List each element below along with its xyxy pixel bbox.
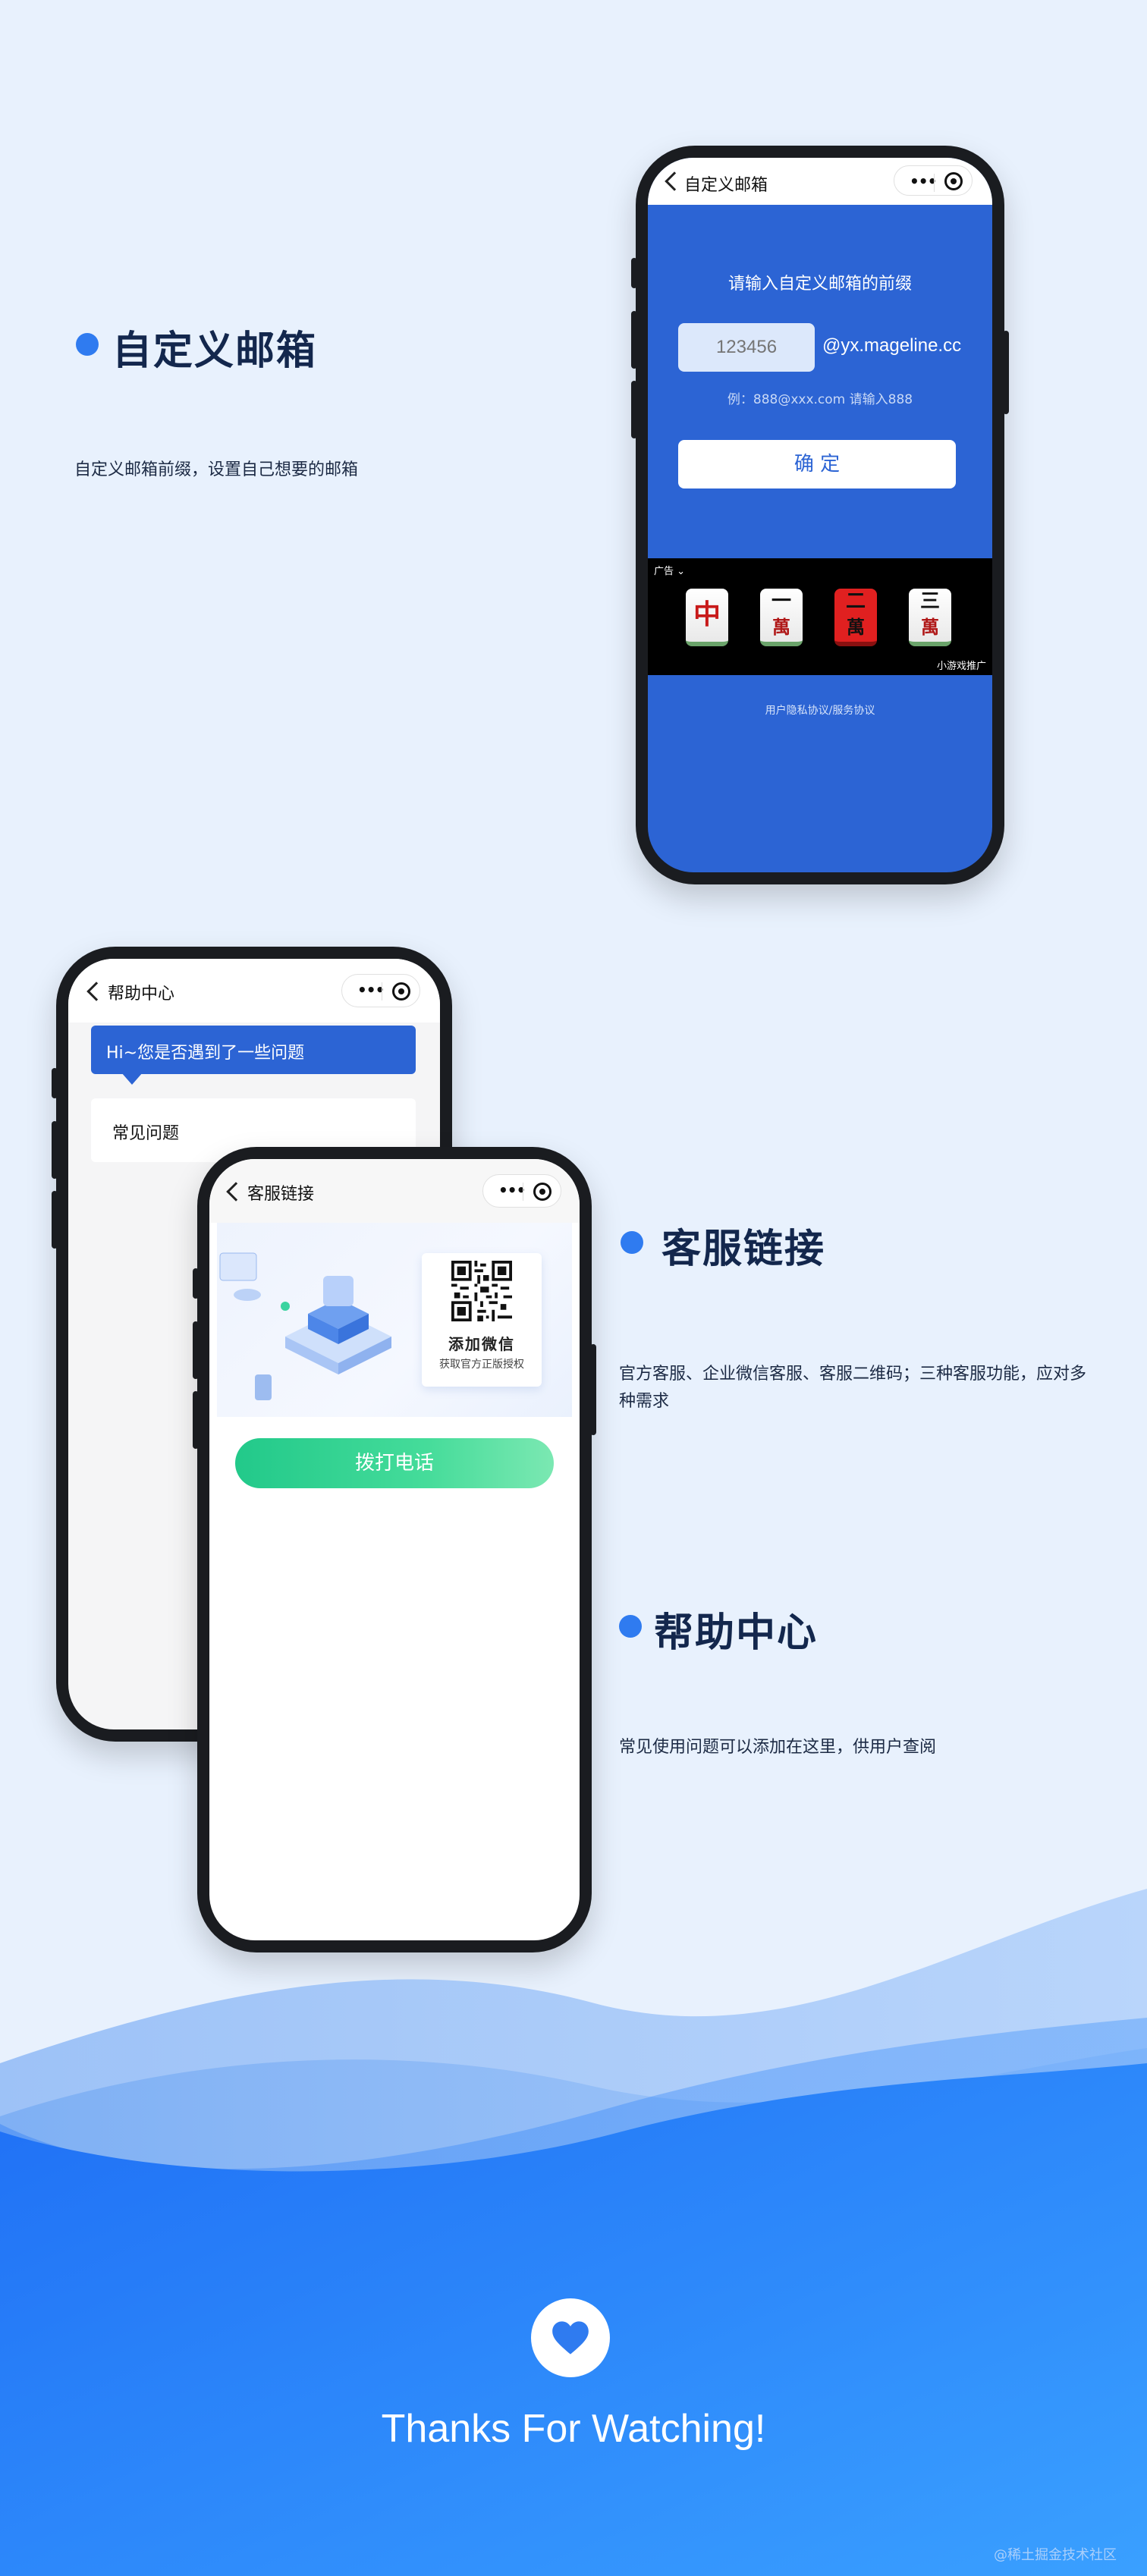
close-target-icon[interactable] (944, 172, 963, 190)
back-arrow-icon[interactable] (665, 171, 684, 191)
feature-title: 客服链接 (661, 1227, 826, 1272)
feature-title: 帮助中心 (654, 1610, 819, 1656)
ad-banner[interactable]: 广告 ⌄ 中 一 萬 二 萬 三 萬 小游戏推广 (648, 558, 992, 675)
nav-title: 自定义邮箱 (684, 176, 768, 195)
bullet-dot-icon (76, 333, 99, 356)
tile-character: 萬 (772, 616, 790, 638)
email-prompt: 请输入自定义邮箱的前缀 (727, 275, 912, 294)
faq-label: 常见问题 (112, 1124, 180, 1143)
qr-card: 添加微信 获取官方正版授权 (422, 1253, 542, 1387)
qr-code-icon[interactable] (451, 1261, 512, 1321)
more-dots-icon[interactable]: ••• (357, 981, 385, 999)
nav-title: 客服链接 (247, 1185, 315, 1204)
mini-program-capsule[interactable]: ••• (894, 165, 973, 196)
watermark: @稀土掘金技术社区 (994, 2547, 1117, 2563)
heart-icon (552, 2321, 589, 2355)
feature-description-line: 官方客服、企业微信客服、客服二维码；三种客服功能，应对多 (619, 1365, 1087, 1384)
greeting-text: Hi~您是否遇到了一些问题 (106, 1044, 305, 1063)
mahjong-tile: 一 萬 (760, 589, 803, 646)
back-arrow-icon[interactable] (226, 1182, 246, 1202)
email-prefix-input[interactable] (678, 323, 815, 372)
feature-title: 自定义邮箱 (112, 328, 318, 374)
mahjong-tile: 二 萬 (834, 589, 877, 646)
email-domain-suffix: @yx.mageline.cc (822, 335, 962, 356)
wave-background (0, 1889, 1147, 2576)
mini-program-capsule[interactable]: ••• (482, 1174, 561, 1208)
more-dots-icon[interactable]: ••• (498, 1181, 526, 1199)
greeting-bubble: Hi~您是否遇到了一些问题 (91, 1026, 416, 1085)
nav-bar: 帮助中心 ••• (68, 959, 440, 1023)
service-banner: 添加微信 获取官方正版授权 (217, 1223, 572, 1417)
tile-character: 萬 (921, 616, 939, 638)
ad-label: 广告 ⌄ (654, 566, 686, 577)
bullet-dot-icon (621, 1231, 643, 1254)
heart-icon-circle (531, 2298, 610, 2377)
tile-character: 一 (771, 590, 791, 613)
mahjong-tile: 三 萬 (909, 589, 951, 646)
call-button-label: 拨打电话 (354, 1452, 434, 1475)
ad-source: 小游戏推广 (936, 661, 986, 672)
nav-title: 帮助中心 (108, 985, 175, 1004)
feature-description: 常见使用问题可以添加在这里，供用户查阅 (619, 1738, 937, 1757)
feature-description: 官方客服、企业微信客服、客服二维码；三种客服功能，应对多 种需求 (619, 1361, 1142, 1415)
feature-description-line: 种需求 (619, 1392, 670, 1411)
qr-card-subtitle: 获取官方正版授权 (439, 1359, 524, 1371)
isometric-illustration-icon (219, 1252, 391, 1400)
mini-program-capsule[interactable]: ••• (341, 974, 420, 1007)
mahjong-tile: 中 (686, 589, 728, 646)
phone-service-link: 客服链接 ••• (193, 1147, 596, 1952)
phone-screen: 自定义邮箱 ••• 请输入自定义邮箱的前缀 @yx.mageline.cc 例：… (648, 158, 992, 872)
tile-character: 中 (693, 598, 721, 630)
tile-character: 二 (845, 590, 866, 613)
phone-screen: 客服链接 ••• (209, 1159, 580, 1940)
tile-character: 三 (919, 590, 940, 613)
email-example-hint: 例：888@xxx.com 请输入888 (727, 392, 913, 407)
close-target-icon[interactable] (533, 1183, 552, 1201)
nav-bar: 自定义邮箱 ••• (648, 158, 992, 205)
close-target-icon[interactable] (392, 982, 410, 1001)
tile-character: 萬 (847, 616, 865, 638)
more-dots-icon[interactable]: ••• (910, 172, 937, 190)
bullet-dot-icon (619, 1615, 642, 1638)
qr-card-title: 添加微信 (448, 1335, 515, 1353)
call-button[interactable]: 拨打电话 (235, 1438, 554, 1488)
phone-custom-email: 自定义邮箱 ••• 请输入自定义邮箱的前缀 @yx.mageline.cc 例：… (631, 146, 1009, 884)
nav-bar: 客服链接 ••• (209, 1159, 580, 1223)
thanks-message: Thanks For Watching! (381, 2407, 766, 2451)
confirm-button[interactable]: 确 定 (678, 440, 956, 488)
back-arrow-icon[interactable] (86, 982, 106, 1001)
feature-description: 自定义邮箱前缀，设置自己想要的邮箱 (74, 460, 359, 479)
privacy-link[interactable]: 用户隐私协议/服务协议 (765, 705, 875, 717)
